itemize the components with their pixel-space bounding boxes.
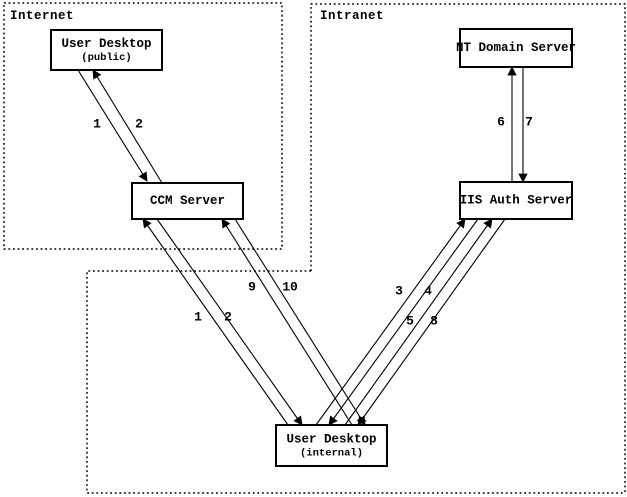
edge-label-step-8: 8 bbox=[430, 314, 438, 329]
region-border-internet bbox=[3, 2, 283, 250]
edge-step-9 bbox=[221, 218, 353, 426]
node-subtitle-user-desktop-internal: (internal) bbox=[300, 448, 363, 460]
edge-label-step-5: 5 bbox=[406, 314, 414, 329]
edge-step-8 bbox=[357, 218, 506, 426]
node-box-nt-domain-server bbox=[459, 28, 573, 68]
edge-step-2-internal bbox=[156, 218, 303, 426]
node-nt-domain-server: NT Domain Server bbox=[456, 28, 576, 68]
node-box-user-desktop-public bbox=[50, 29, 163, 71]
node-subtitle-user-desktop-public: (public) bbox=[81, 52, 131, 64]
edge-label-step-1-public: 1 bbox=[93, 117, 101, 132]
edge-labels-layer: 1 2 6 7 1 2 9 10 3 45 8 bbox=[93, 115, 533, 329]
edge-label-step-10: 10 bbox=[282, 280, 298, 295]
edge-step-4 bbox=[328, 218, 479, 426]
region-border-internal-network bbox=[86, 270, 625, 494]
region-label-intranet: Intranet bbox=[320, 9, 384, 23]
node-ccm-server: CCM Server bbox=[131, 182, 244, 220]
edge-step-5 bbox=[344, 218, 493, 426]
edge-step-10 bbox=[234, 218, 366, 426]
edge-label-step-1-internal: 1 bbox=[194, 310, 202, 325]
edge-step-1-public bbox=[77, 69, 148, 182]
node-title-user-desktop-public: User Desktop bbox=[61, 37, 151, 51]
nodes-layer: User Desktop(public)NT Domain ServerCCM … bbox=[50, 28, 576, 467]
edges-layer bbox=[77, 66, 528, 426]
edge-label-step-2-public: 2 bbox=[135, 117, 143, 132]
edge-step-1-internal bbox=[142, 218, 289, 426]
edge-label-step-2-internal: 2 bbox=[224, 310, 232, 325]
node-title-nt-domain-server: NT Domain Server bbox=[456, 41, 576, 55]
edge-label-step-4: 4 bbox=[424, 284, 432, 299]
node-box-iis-auth-server bbox=[459, 181, 573, 220]
region-label-internet: Internet bbox=[10, 9, 74, 23]
node-iis-auth-server: IIS Auth Server bbox=[459, 181, 573, 220]
edge-step-3 bbox=[315, 218, 466, 426]
node-user-desktop-internal: User Desktop(internal) bbox=[275, 424, 388, 467]
regions-layer: Internet Intranet bbox=[3, 2, 626, 494]
edge-label-step-9: 9 bbox=[248, 280, 256, 295]
node-box-user-desktop-internal bbox=[275, 424, 388, 467]
node-title-ccm-server: CCM Server bbox=[150, 194, 225, 208]
node-title-iis-auth-server: IIS Auth Server bbox=[460, 194, 573, 208]
region-border-intranet bbox=[310, 3, 626, 493]
edge-step-2-public bbox=[92, 69, 163, 184]
node-box-ccm-server bbox=[131, 182, 244, 220]
edge-label-step-7: 7 bbox=[525, 115, 533, 130]
edge-label-step-6: 6 bbox=[497, 115, 505, 130]
edge-label-step-3: 3 bbox=[395, 284, 403, 299]
node-title-user-desktop-internal: User Desktop bbox=[286, 433, 376, 447]
node-user-desktop-public: User Desktop(public) bbox=[50, 29, 163, 71]
